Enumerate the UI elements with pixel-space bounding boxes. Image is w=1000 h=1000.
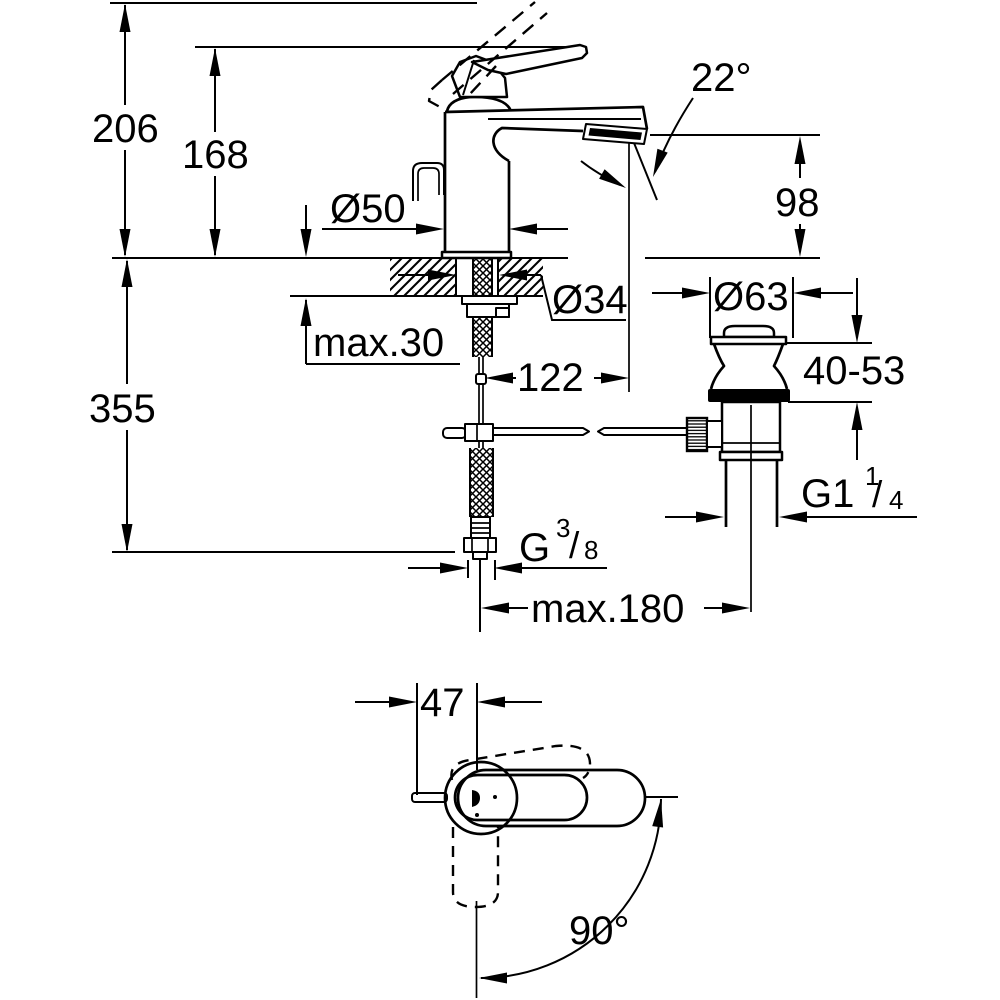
dim-label-47: 47: [420, 681, 465, 725]
dim-shank-diameter: Ø34: [398, 269, 628, 322]
dim-label-g38: G: [519, 526, 550, 570]
supply-hose: [463, 448, 497, 560]
waste-knurled-knob: [685, 416, 709, 453]
deck-hatch-left: [390, 259, 456, 295]
pop-up-pull-rod: [478, 357, 484, 425]
dim-label-d50: Ø50: [330, 187, 406, 231]
waste-gasket: [708, 389, 790, 402]
handle-lever: [470, 43, 589, 76]
spout-forward-dashed: [451, 827, 500, 909]
faucet-shank-assembly: [442, 258, 518, 448]
flow-arrow-icon: [599, 169, 626, 188]
handle-swung-dashed: [450, 744, 592, 781]
dim-overall-height: 206: [92, 4, 159, 257]
waste-tailpipe: [724, 460, 779, 527]
dim-label-355: 355: [89, 387, 156, 431]
spout-underside: [492, 126, 584, 163]
pull-rod-top-view: [411, 792, 448, 803]
dim-spout-reach: 122: [485, 132, 630, 400]
dim-label-d63: Ø63: [713, 275, 789, 319]
dim-label-g38-slash: /: [569, 525, 580, 566]
dim-label-168: 168: [182, 133, 249, 177]
dim-label-22deg: 22°: [691, 56, 752, 100]
dim-deck-thickness: max.30: [300, 205, 460, 365]
dim-label-g1-sub: 4: [889, 485, 903, 515]
handle-raised-dashed: [427, 1, 548, 109]
extension-lines-top: [110, 2, 585, 48]
waste-flange-lip: [709, 335, 788, 346]
shank-washer: [461, 295, 518, 305]
handle-body-outline: [456, 768, 647, 828]
braided-hose: [470, 448, 493, 517]
handle-cap: [445, 95, 513, 112]
dim-spout-tip-height: 168: [182, 48, 249, 257]
dim-label-90deg: 90°: [569, 909, 630, 953]
dim-label-d34: Ø34: [552, 278, 628, 322]
dim-supply-thread: G 3 / 8: [408, 513, 607, 580]
hose-nut: [463, 537, 497, 553]
faucet-side-view: [412, 1, 649, 260]
dim-label-g1-sup: 1: [865, 461, 879, 491]
dim-swivel-angle: 90°: [479, 798, 664, 984]
dim-below-deck-depth: 355: [89, 259, 455, 553]
dim-label-max30: max.30: [313, 321, 444, 365]
faucet-base-plate: [440, 250, 513, 260]
dim-hose-reach: max.180: [479, 558, 750, 632]
dim-label-122: 122: [517, 356, 584, 400]
pull-rod-knob: [412, 162, 445, 201]
pop-up-waste-assembly: [685, 324, 790, 612]
waste-knob-stem: [706, 420, 723, 448]
base-circle: [443, 760, 519, 836]
dim-label-98: 98: [775, 181, 820, 225]
waste-plug: [722, 324, 776, 339]
dim-label-max180: max.180: [531, 587, 684, 631]
faucet-top-view: [411, 744, 678, 998]
handle-top-outline: [453, 773, 589, 822]
dim-waste-thread: G1 1 / 4: [665, 461, 917, 523]
pop-up-horizontal-rod: [492, 427, 688, 436]
dim-label-206: 206: [92, 107, 159, 151]
dim-label-g1: G1: [801, 472, 854, 516]
dim-base-diameter: Ø50: [322, 187, 568, 235]
rod-clamp: [464, 423, 494, 442]
dim-label-g38-sup: 3: [556, 513, 570, 543]
mounting-deck: [112, 257, 820, 297]
swivel-arc: [480, 798, 662, 979]
dim-label-g1-slash: /: [872, 474, 883, 515]
dim-label-g38-sub: 8: [584, 535, 598, 565]
cartridge-mark: [472, 790, 480, 807]
dim-handle-offset: 47: [355, 681, 542, 795]
dim-outlet-height: 98: [650, 134, 820, 257]
rod-end-cap: [442, 427, 467, 439]
dim-waste-flange-diameter: Ø63: [652, 275, 853, 338]
dim-waste-clamp-range: 40-53: [783, 278, 905, 460]
dim-label-40-53: 40-53: [803, 349, 905, 393]
